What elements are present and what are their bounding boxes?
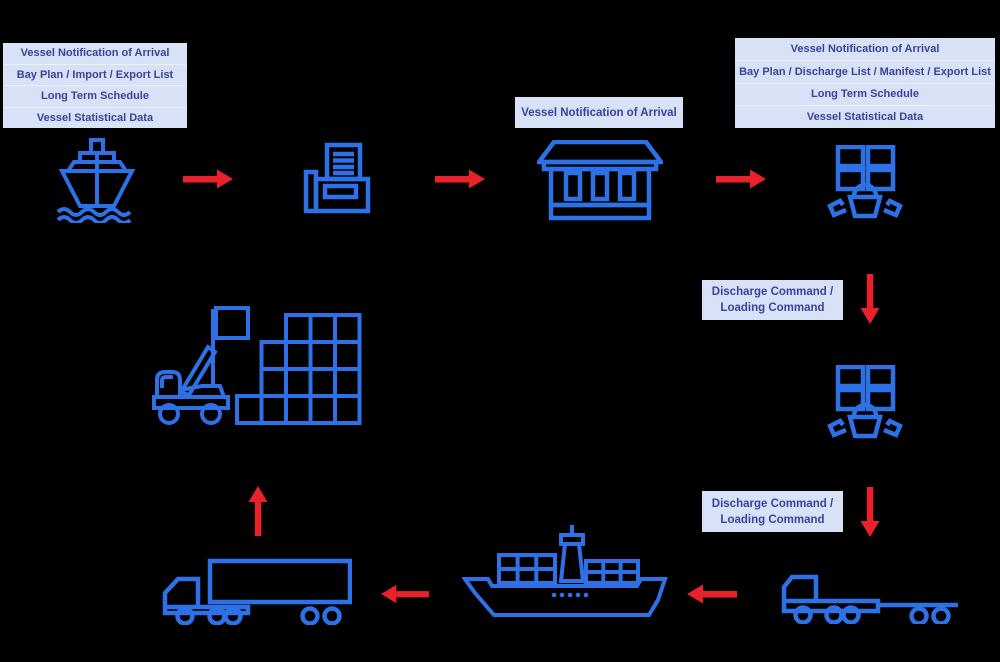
- port-docs-row: Long Term Schedule: [735, 82, 995, 106]
- port-docs-box: Vessel Notification of Arrival Bay Plan …: [735, 38, 995, 128]
- port-docs-row: Vessel Statistical Data: [735, 105, 995, 128]
- chassis-truck-icon: [778, 572, 960, 624]
- discharge-command-label: Discharge Command / Loading Command: [702, 491, 843, 532]
- vessel-docs-row: Long Term Schedule: [3, 85, 187, 107]
- port-authority-building-icon: [537, 140, 663, 222]
- command-line: Discharge Command /: [711, 497, 834, 510]
- command-line: Loading Command: [720, 302, 825, 314]
- arrow-right-icon: [716, 169, 766, 189]
- arrow-right-icon: [435, 169, 485, 189]
- arrow-up-icon: [248, 486, 268, 536]
- vessel-docs-box: Vessel Notification of Arrival Bay Plan …: [3, 43, 187, 128]
- arrival-notice-label: Vessel Notification of Arrival: [515, 97, 683, 128]
- arrow-right-icon: [183, 169, 233, 189]
- command-line: Loading Command: [720, 513, 825, 526]
- vessel-docs-row: Vessel Statistical Data: [3, 106, 187, 129]
- command-line: Discharge Command /: [711, 286, 834, 298]
- terminal-operator-icon: [827, 365, 903, 439]
- arrow-left-icon: [687, 584, 737, 604]
- arrow-down-icon: [860, 274, 880, 324]
- vessel-docs-row: Vessel Notification of Arrival: [20, 47, 170, 60]
- port-docs-row: Bay Plan / Discharge List / Manifest / E…: [735, 59, 995, 83]
- reach-stacker-yard-icon: [152, 300, 364, 426]
- vessel-docs-row: Bay Plan / Import / Export List: [3, 63, 187, 86]
- port-docs-row: Vessel Notification of Arrival: [790, 42, 940, 55]
- terminal-operator-icon: [827, 145, 903, 219]
- cargo-vessel-icon: [57, 138, 137, 223]
- container-ship-icon: [462, 524, 668, 621]
- arrow-down-icon: [860, 487, 880, 537]
- arrow-left-icon: [381, 584, 429, 604]
- container-truck-icon: [162, 550, 352, 625]
- fax-machine-icon: [303, 142, 371, 214]
- discharge-command-label: Discharge Command / Loading Command: [702, 280, 843, 320]
